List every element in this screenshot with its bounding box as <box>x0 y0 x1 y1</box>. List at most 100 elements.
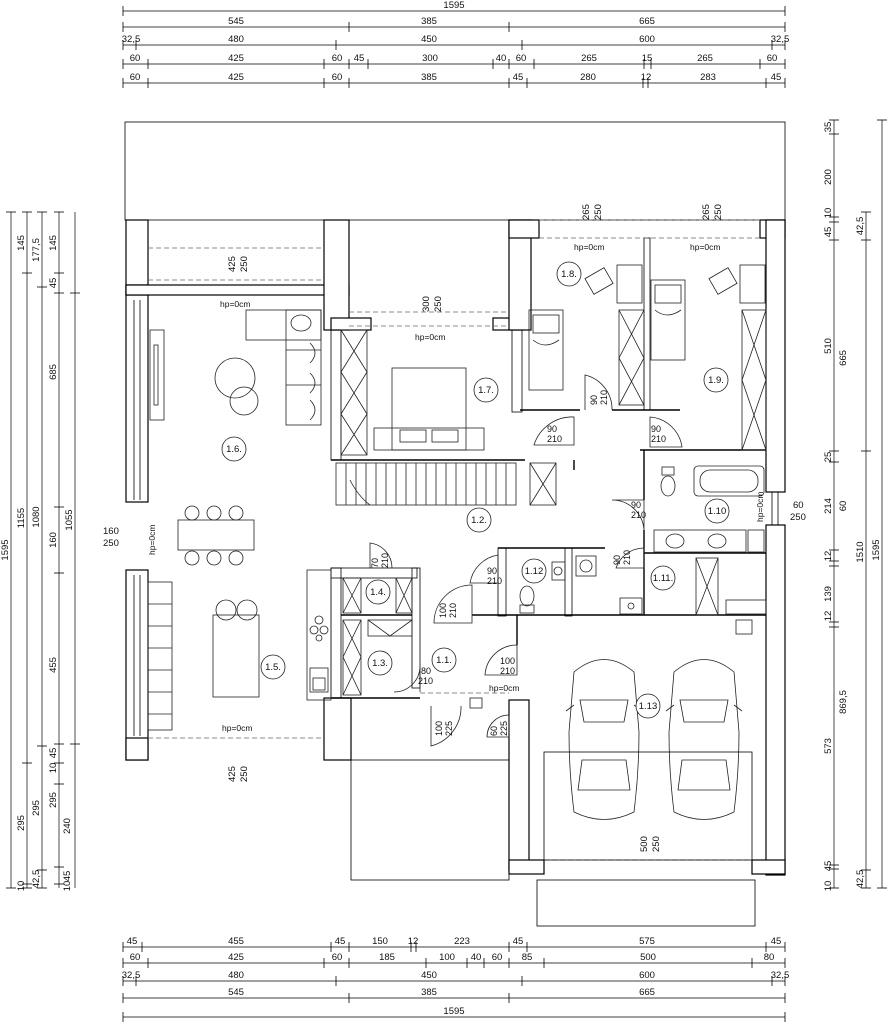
dim-label: 32,5 <box>771 34 790 45</box>
window-label: 250 <box>651 836 662 852</box>
dim-label: 42,5 <box>855 217 866 236</box>
floor-level-label: hp=0cm <box>574 242 604 252</box>
dim-label: 35 <box>823 122 834 133</box>
dim-label: 85 <box>522 952 533 963</box>
dim-label: 1155 <box>16 508 27 528</box>
dim-label: 12 <box>641 72 652 83</box>
dim-label: 60 <box>130 952 141 963</box>
dim-label: 45 <box>48 748 59 759</box>
cooktop-icon <box>309 615 329 642</box>
dim-label: 295 <box>31 800 42 816</box>
window-labels: 425 250 300 250 265 250 265 250 160 250 … <box>103 204 806 852</box>
wall-14-top <box>330 567 418 579</box>
door-label: 90 <box>487 566 497 576</box>
dim-label: 160 <box>48 532 59 548</box>
dim-label: 32,5 <box>122 34 141 45</box>
wardrobe-icon <box>340 329 368 456</box>
wall-bed18-bed19 <box>643 237 651 411</box>
dim-label: 600 <box>639 970 655 981</box>
wardrobe-icon <box>741 309 767 451</box>
dim-label: 665 <box>639 16 655 27</box>
room-label-1-4: 1.4. <box>370 587 386 598</box>
wall-bed17-top-left <box>330 317 372 331</box>
left-dim-total: 1595 <box>0 539 11 560</box>
dim-label: 80 <box>764 952 775 963</box>
wall-wc-right <box>564 547 573 617</box>
door-label: 90 <box>612 555 622 565</box>
floor-level-label: hp=0cm <box>415 332 445 342</box>
wardrobe-icon <box>695 557 719 616</box>
kitchen-island-icon <box>212 599 260 698</box>
wardrobe-icon <box>618 309 645 406</box>
toilet-icon <box>519 585 535 614</box>
dim-label: 600 <box>639 34 655 45</box>
wall-bed18-top-left <box>508 219 540 239</box>
door-label: 210 <box>487 576 502 586</box>
bottom-dimension-chains: 45 455 45 150 12 223 45 575 45 60 425 60… <box>122 936 790 1022</box>
garage-door-outline <box>543 751 753 861</box>
room-label-1-13: 1.13 <box>639 701 658 712</box>
bathtub-icon <box>693 465 765 497</box>
boiler-icon <box>735 619 753 635</box>
door-label: 100 <box>500 656 515 666</box>
door-label: 90 <box>631 500 641 510</box>
dim-label: 139 <box>823 586 834 602</box>
floor-level-label: hp=0cm <box>220 299 250 309</box>
dim-label: 450 <box>421 970 437 981</box>
dim-label: 385 <box>421 16 437 27</box>
wall-13-right <box>411 567 421 689</box>
washbasin-icon <box>551 561 566 581</box>
wall-pillar-1 <box>323 219 350 331</box>
window-label: 250 <box>433 296 444 312</box>
dim-label: 10 <box>823 208 834 219</box>
dim-label: 265 <box>697 53 713 64</box>
dim-label: 42,5 <box>855 870 866 889</box>
door-swing-icon <box>484 644 518 676</box>
window-label: 250 <box>713 204 724 220</box>
top-dim-total: 1595 <box>443 0 464 11</box>
dim-label: 480 <box>228 34 244 45</box>
window-label: 265 <box>581 204 592 220</box>
dim-label: 60 <box>492 952 503 963</box>
wall-bed17-left <box>330 329 342 461</box>
round-stool-icon <box>229 386 259 416</box>
dim-label: 32,5 <box>122 970 141 981</box>
dim-label: 60 <box>332 952 343 963</box>
dim-label: 223 <box>454 936 470 947</box>
dim-label: 45 <box>771 936 782 947</box>
dim-label: 42,5 <box>31 870 42 889</box>
room-label-1-2: 1.2. <box>471 515 487 526</box>
dim-label: 500 <box>640 952 656 963</box>
dim-label: 283 <box>700 72 716 83</box>
dim-label: 450 <box>421 34 437 45</box>
door-label: 70 <box>370 558 380 568</box>
dim-label: 60 <box>516 53 527 64</box>
dim-label: 573 <box>823 738 834 754</box>
dim-label: 32,5 <box>771 970 790 981</box>
car-icon <box>665 659 743 820</box>
window-label: 60 <box>793 500 804 511</box>
floor-level-label: hp=0cm <box>147 525 157 555</box>
dim-label: 265 <box>581 53 597 64</box>
door-label: 210 <box>547 434 562 444</box>
desk-chair-icon <box>708 264 766 304</box>
door-label: 100 <box>438 603 448 618</box>
dim-label: 100 <box>439 952 455 963</box>
dim-label: 545 <box>228 16 244 27</box>
door-swing-icon <box>615 547 645 569</box>
wardrobe-icon <box>342 577 413 614</box>
room-label-1-1: 1.1. <box>436 655 452 666</box>
dim-label: 214 <box>823 498 834 514</box>
door-label: 90 <box>589 395 599 405</box>
door-label: 210 <box>599 390 609 405</box>
door-label: 210 <box>418 676 433 686</box>
window-label: 250 <box>103 538 119 549</box>
desk-chair-icon <box>584 264 643 304</box>
window-label: 300 <box>421 296 432 312</box>
wall-living-top <box>125 284 350 296</box>
window-label: 250 <box>239 256 250 272</box>
room-label-1-7: 1.7. <box>478 385 494 396</box>
dim-label: 665 <box>838 350 849 366</box>
wall-left-upper <box>125 219 149 503</box>
